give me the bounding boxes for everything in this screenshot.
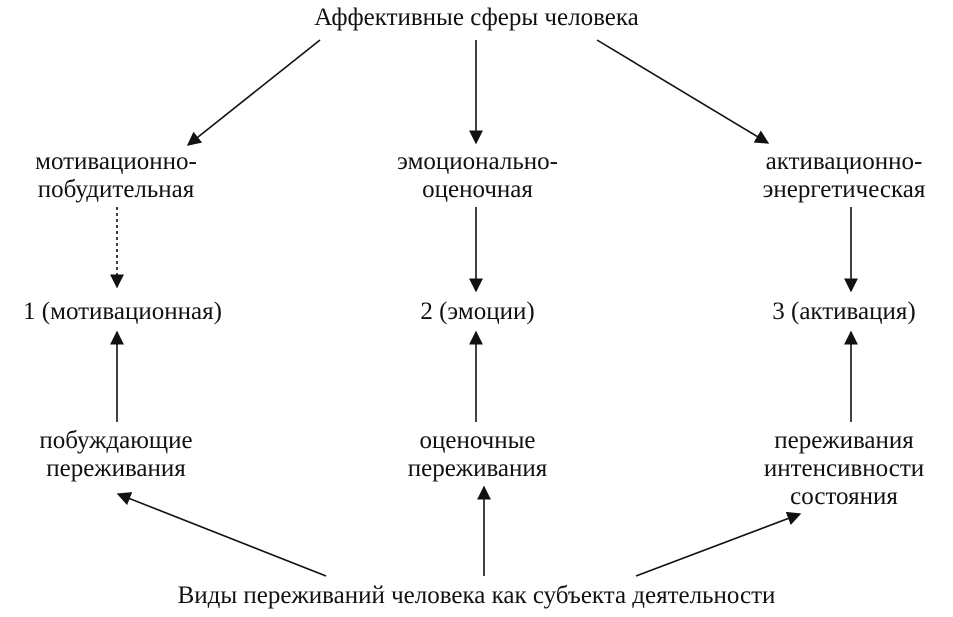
arrow-bottom-to-experience-3 (635, 511, 802, 577)
sphere-emotional: эмоционально- оценочная (365, 148, 590, 204)
arrow-title-to-sphere-1 (186, 39, 321, 146)
experience-intensity-line3: состояния (790, 483, 898, 510)
experience-evaluative-line1: оценочные (419, 427, 536, 454)
experience-intensity-line1: переживания (774, 427, 914, 454)
diagram-bottom-caption: Виды переживаний человека как субъекта д… (177, 582, 776, 609)
sphere-motivational: мотивационно- побудительная (0, 148, 232, 204)
diagram-title: Аффективные сферы человека (314, 4, 639, 31)
sphere-emotional-line1: эмоционально- (397, 148, 558, 175)
arrow-title-to-sphere-3 (596, 39, 770, 144)
component-2-emotions: 2 (эмоции) (420, 298, 535, 325)
arrow-bottom-to-experience-1 (116, 492, 327, 577)
experience-evaluative-line2: переживания (407, 455, 548, 482)
component-1-motivational: 1 (мотивационная) (23, 298, 222, 325)
experience-evaluative: оценочные переживания (365, 427, 590, 483)
experience-intensity-line2: интенсивности (763, 455, 925, 482)
sphere-activation-line1: активационно- (765, 148, 923, 175)
sphere-activation-line2: энергетическая (762, 176, 926, 203)
sphere-activation: активационно- энергетическая (735, 148, 953, 204)
experience-motivating-line1: побуждающие (39, 427, 193, 454)
sphere-motivational-line2: побудительная (37, 176, 195, 203)
experience-intensity: переживания интенсивности состояния (735, 427, 953, 511)
sphere-emotional-line2: оценочная (422, 176, 533, 203)
experience-motivating-line2: переживания (46, 455, 186, 482)
experience-motivating: побуждающие переживания (0, 427, 232, 483)
component-3-activation: 3 (активация) (772, 298, 916, 325)
sphere-motivational-line1: мотивационно- (35, 148, 197, 175)
